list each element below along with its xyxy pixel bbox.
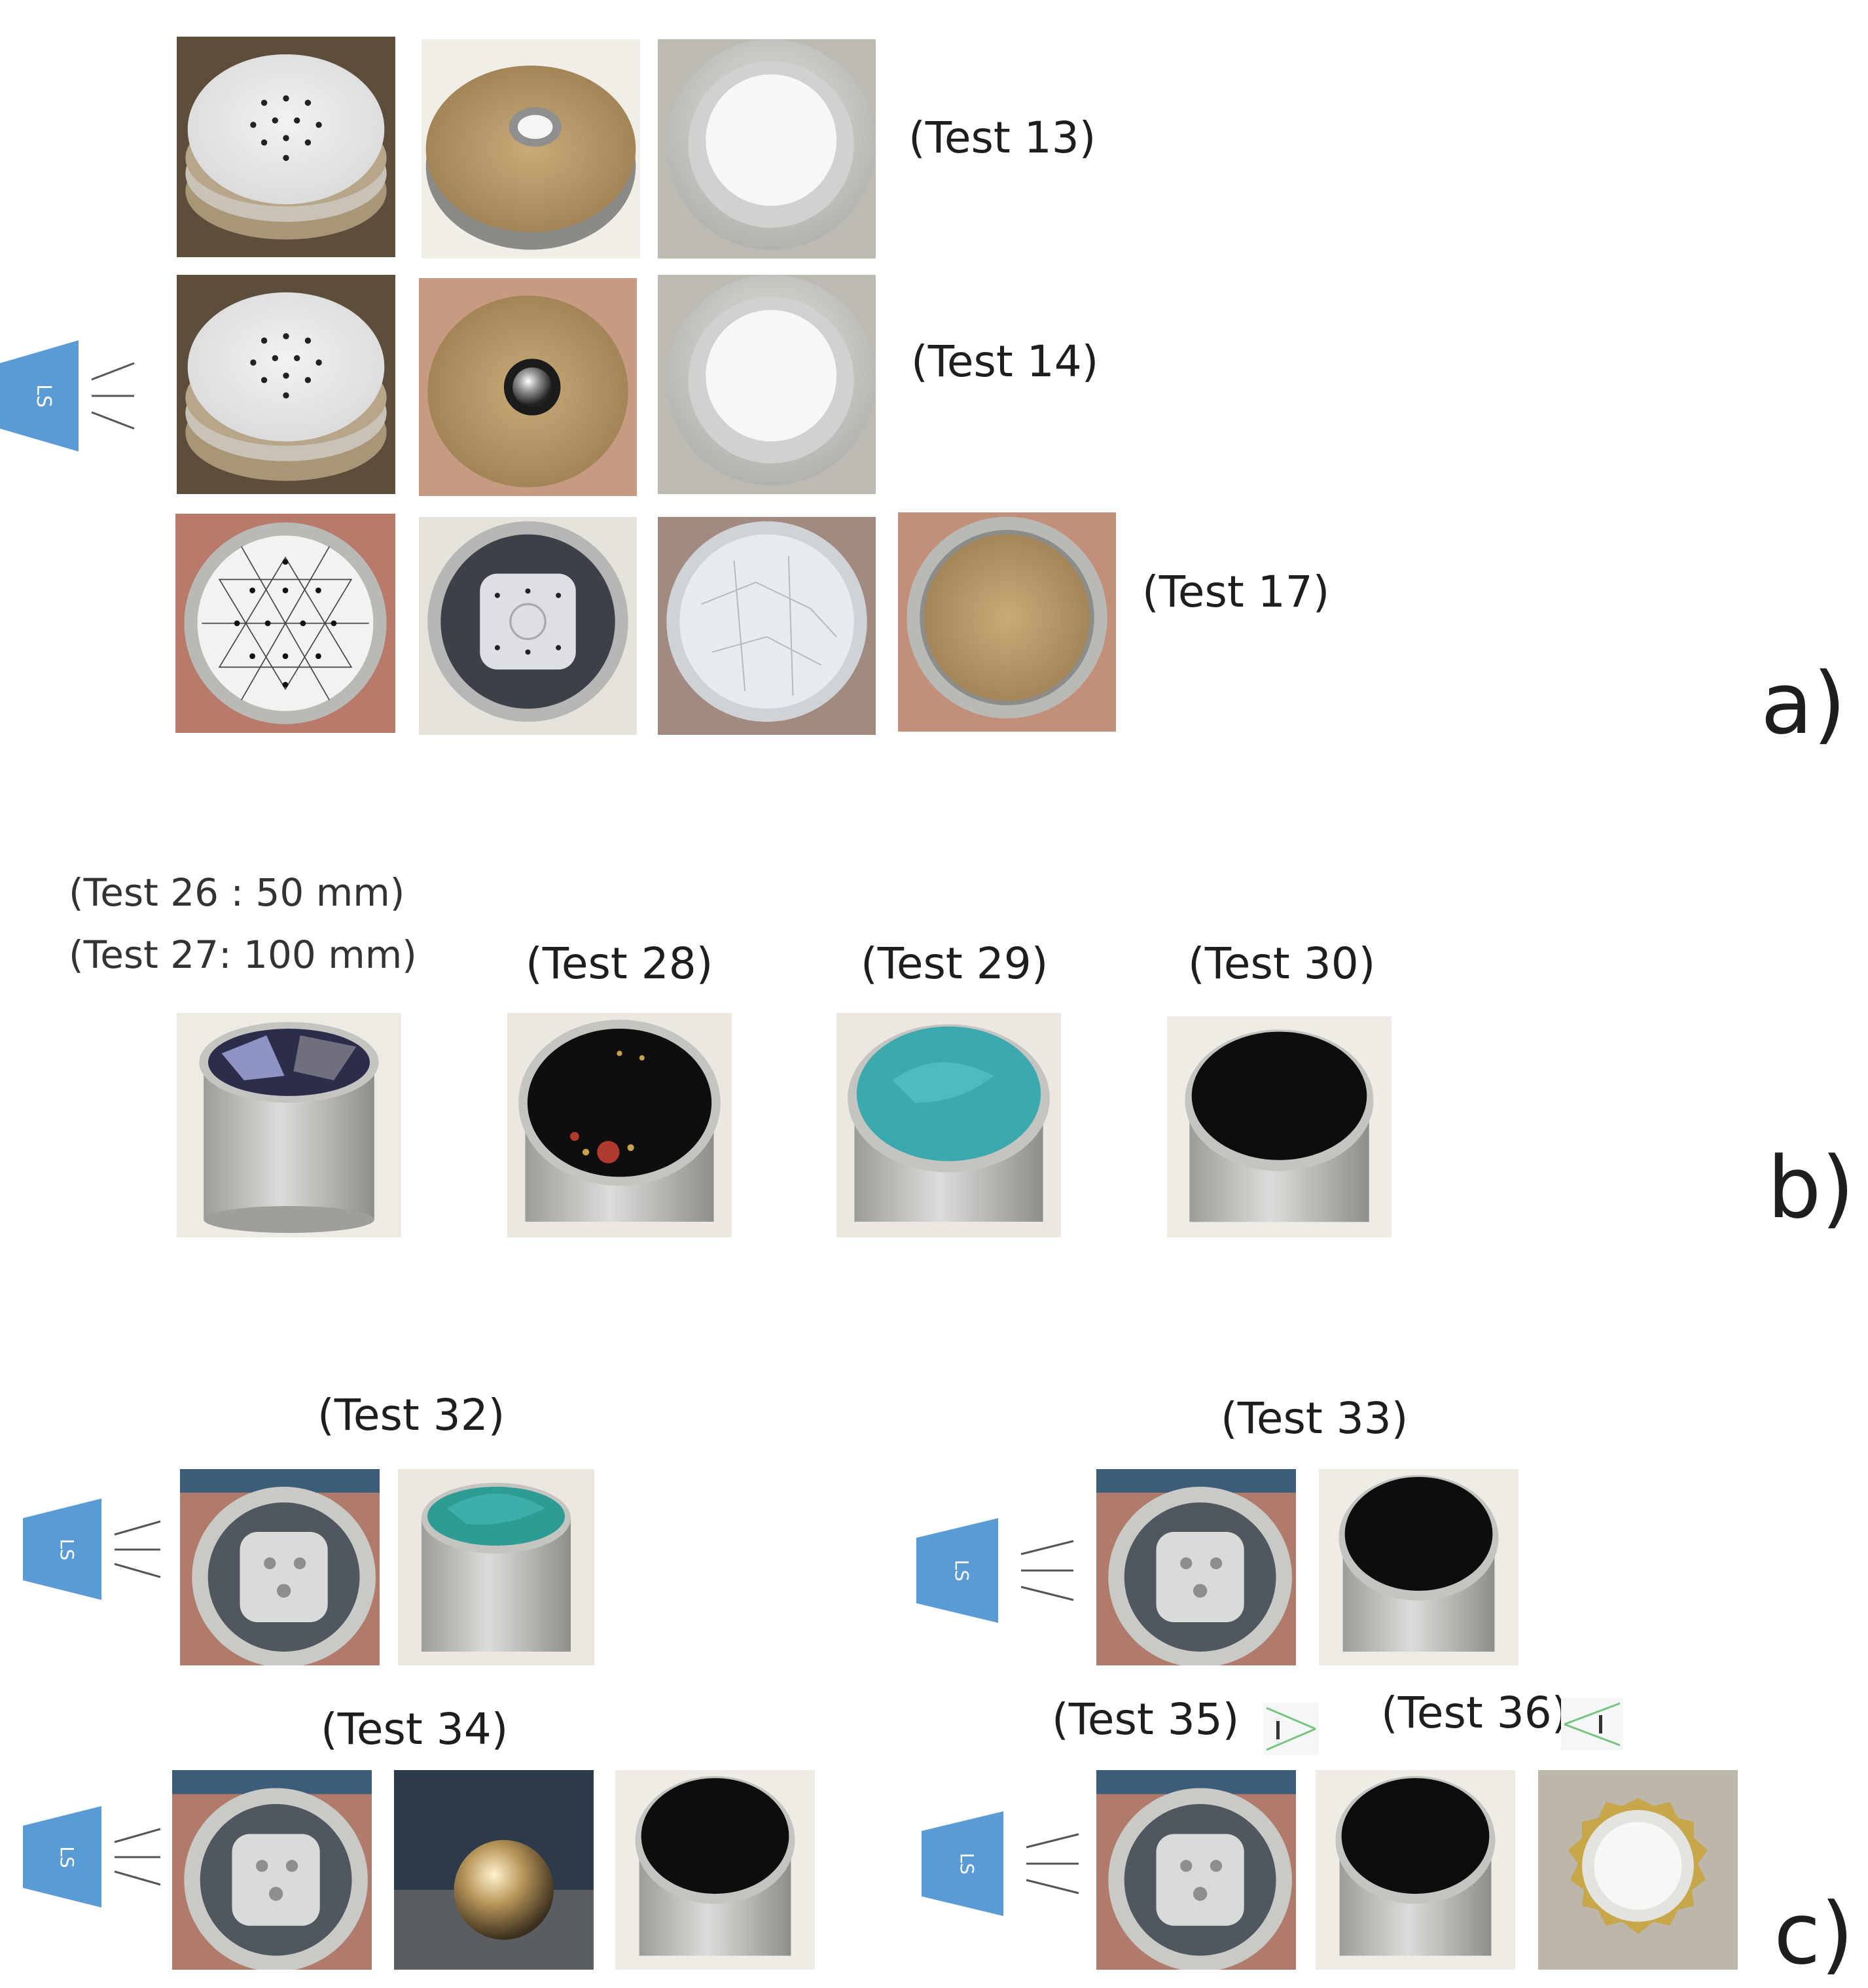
panel-label-c: c)	[1774, 1884, 1854, 1983]
photo-black-patterned-fabric-can	[507, 1013, 732, 1237]
photo-perforated-disc-stack	[177, 37, 395, 257]
label-test-35: (Test 35)	[1052, 1694, 1240, 1745]
photo-cup-with-block	[172, 1770, 372, 1970]
photo-black-fabric-can	[1319, 1469, 1518, 1665]
label-test-36: (Test 36)	[1381, 1688, 1569, 1738]
label-test-34: (Test 34)	[321, 1704, 509, 1754]
photo-teal-fabric-can	[836, 1013, 1061, 1237]
photo-square-block-in-cup	[419, 517, 637, 735]
label-test-29: (Test 29)	[861, 938, 1049, 989]
label-test-32: (Test 32)	[317, 1390, 505, 1440]
svg-text:LS: LS	[951, 1559, 973, 1581]
photo-cup-with-block	[1096, 1770, 1296, 1970]
sensor-icon	[1561, 1698, 1623, 1750]
label-test-13: (Test 13)	[908, 113, 1096, 163]
photo-ring-disc-with-steel-ball	[419, 278, 637, 496]
label-test-28: (Test 28)	[526, 938, 713, 989]
photo-black-fabric-can	[1167, 1016, 1392, 1237]
photo-triangulated-disc-in-cup	[175, 514, 395, 733]
light-source-icon: LS	[23, 1499, 164, 1600]
photo-black-fabric-can	[615, 1770, 815, 1970]
label-test-14: (Test 14)	[911, 336, 1099, 387]
svg-text:LS: LS	[56, 1846, 78, 1868]
photo-perforated-disc-stack	[177, 275, 395, 494]
svg-text:LS: LS	[956, 1853, 978, 1874]
svg-text:LS: LS	[56, 1538, 78, 1560]
photo-teal-fabric-can	[398, 1469, 594, 1665]
panel-label-b: b)	[1767, 1138, 1855, 1237]
ls-text: LS	[32, 384, 55, 408]
label-test-26: (Test 26 : 50 mm)	[69, 870, 405, 915]
photo-cup-with-block	[1096, 1469, 1296, 1665]
light-source-icon: LS	[23, 1806, 164, 1908]
label-test-27: (Test 27: 100 mm)	[69, 932, 417, 977]
label-test-33: (Test 33)	[1221, 1393, 1409, 1444]
photo-annular-ring-disc	[422, 39, 640, 258]
label-test-17: (Test 17)	[1142, 567, 1330, 617]
panel-label-a: a)	[1761, 654, 1846, 753]
photo-foil-filled-can	[177, 1013, 401, 1237]
light-source-icon: LS	[916, 1518, 1077, 1623]
photo-bottle-cap	[1538, 1770, 1738, 1970]
photo-cup-with-block	[180, 1469, 380, 1665]
sensor-icon	[1263, 1703, 1319, 1755]
light-source-icon: LS	[922, 1811, 1082, 1916]
photo-brass-ball	[394, 1770, 594, 1970]
photo-sand-filled-cup	[898, 512, 1116, 732]
photo-foil-lined-cup	[658, 275, 876, 494]
light-source-icon: LS	[0, 340, 137, 452]
photo-foil-crumpled-disc	[658, 517, 876, 735]
photo-foil-lined-cup	[658, 39, 876, 258]
label-test-30: (Test 30)	[1188, 938, 1376, 989]
photo-black-fabric-can	[1316, 1770, 1515, 1970]
